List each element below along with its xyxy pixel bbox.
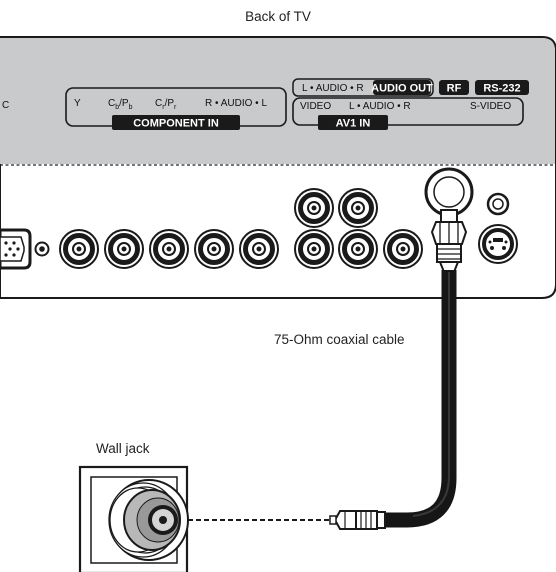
cable-highlight — [412, 272, 450, 517]
rca-jack-audio-out-l — [294, 188, 334, 228]
av1-svideo-label: S-VIDEO — [470, 101, 511, 112]
vga-screw — [34, 241, 50, 257]
rca-jack-av1-audio-l — [338, 229, 378, 269]
back-of-tv-caption: Back of TV — [245, 9, 311, 24]
rca-jack-av1-audio-r — [383, 229, 423, 269]
audio-out-title: AUDIO OUT — [371, 83, 433, 95]
component-y-label: Y — [74, 98, 81, 109]
coaxial-cable — [385, 270, 457, 528]
wall-jack-caption: Wall jack — [96, 441, 150, 456]
av1-video-label: VIDEO — [300, 101, 331, 112]
rca-jack-component-pr — [149, 229, 189, 269]
rs232-mini-jack — [486, 192, 510, 216]
coax-connector-wall — [329, 510, 386, 530]
rca-jack-av1-video — [294, 229, 334, 269]
component-in-title: COMPONENT IN — [133, 118, 219, 130]
av1-audio-label: L • AUDIO • R — [349, 101, 411, 112]
av1-in-label-group: VIDEO L • AUDIO • R S-VIDEO AV1 IN — [292, 97, 524, 130]
rs232-label: RS-232 — [483, 83, 520, 95]
rca-jack-component-y — [59, 229, 99, 269]
rca-jack-component-pb — [104, 229, 144, 269]
vga-port — [0, 228, 32, 270]
edge-label: C — [2, 100, 9, 111]
component-cr-label: Cr/Pr — [155, 98, 177, 111]
coax-cable-caption: 75-Ohm coaxial cable — [274, 332, 405, 347]
component-audio-label: R • AUDIO • L — [205, 98, 267, 109]
audio-out-label-group: L • AUDIO • R AUDIO OUT RF RS-232 — [292, 78, 529, 97]
wall-jack — [78, 465, 189, 572]
rca-jack-component-audio-l — [239, 229, 279, 269]
rca-jack-component-audio-r — [194, 229, 234, 269]
audio-out-lr-label: L • AUDIO • R — [302, 83, 364, 94]
rf-label: RF — [447, 83, 462, 95]
label-band — [0, 38, 555, 164]
rca-jack-audio-out-r — [338, 188, 378, 228]
rf-coax-input — [424, 167, 474, 217]
component-cb-label: Cb/Pb — [108, 98, 133, 111]
svideo-jack — [478, 224, 518, 264]
coax-connector-tv — [430, 209, 468, 273]
av1-in-title: AV1 IN — [336, 118, 371, 130]
component-in-label-group: Y Cb/Pb Cr/Pr R • AUDIO • L COMPONENT IN — [65, 87, 287, 130]
